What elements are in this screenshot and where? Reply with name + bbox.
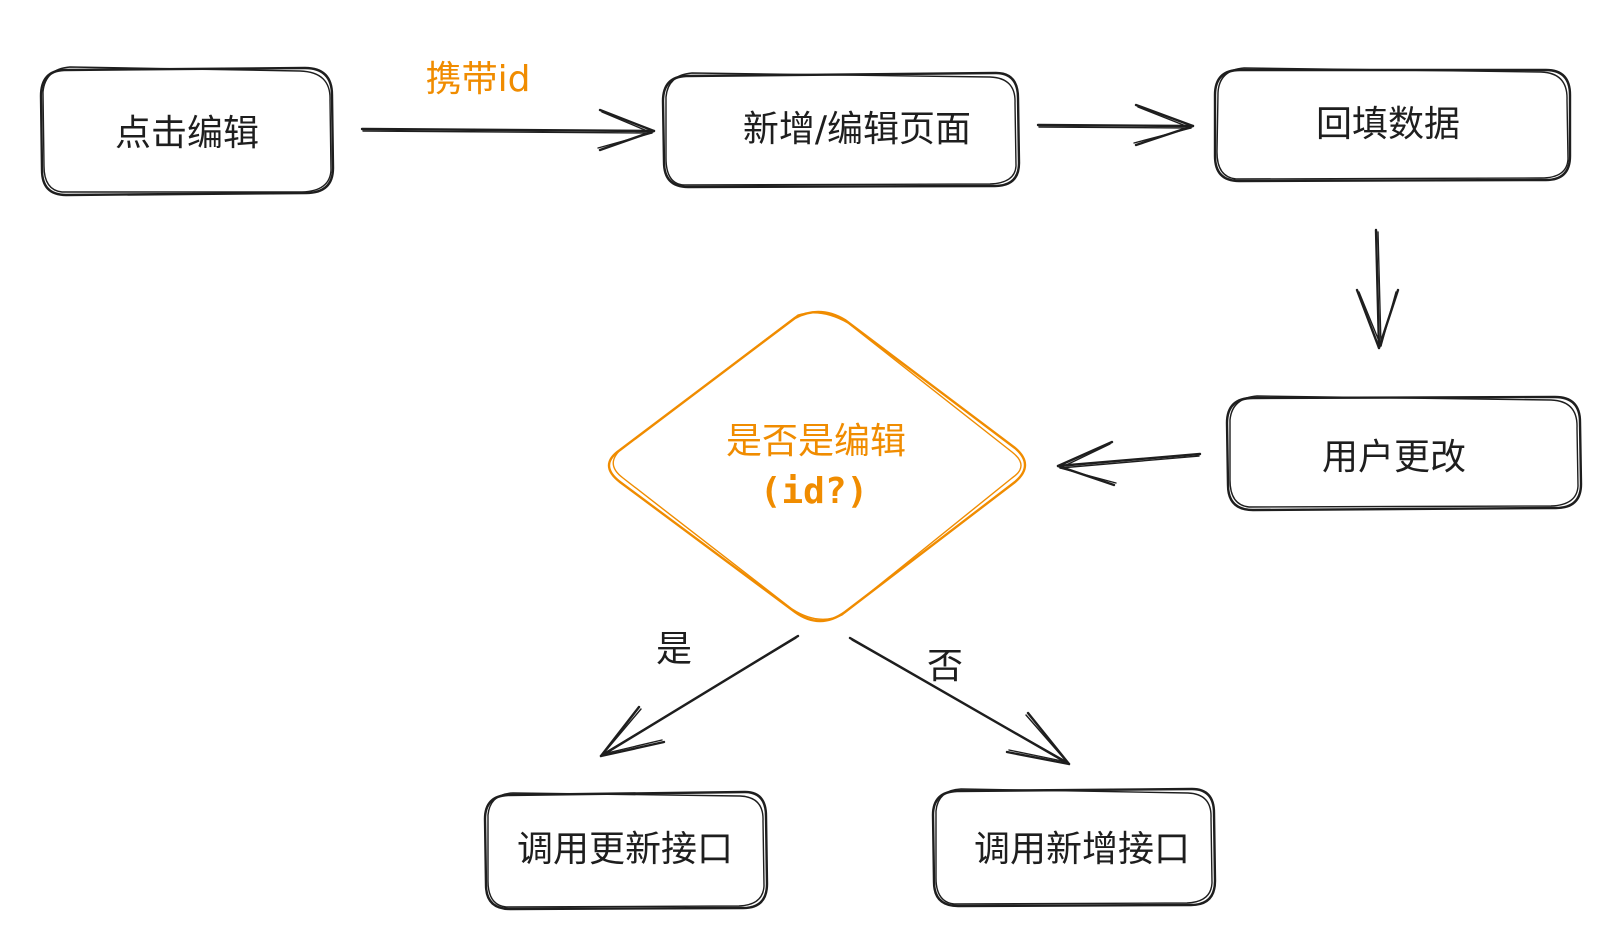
node-label-user-change: 用户更改: [1321, 437, 1467, 478]
node-label-backfill-data: 回填数据: [1315, 104, 1461, 145]
box-call-add: [931, 787, 1217, 908]
decision-diamond: [607, 310, 1027, 623]
arrow-backfill-to-user: [1355, 228, 1400, 350]
decision-label-line1: 是否是编辑: [725, 421, 907, 462]
box-backfill-data: [1213, 67, 1572, 183]
node-label-call-add: 调用新增接口: [973, 829, 1191, 870]
box-add-edit-page: [661, 71, 1021, 189]
arrow-user-to-decision: [1056, 440, 1202, 487]
edge-label-no: 否: [926, 646, 964, 687]
arrow-page-to-backfill: [1036, 103, 1195, 147]
box-call-update: [483, 790, 769, 911]
edge-label-carry-id: 携带id: [426, 60, 531, 100]
edge-label-carry-id-text: 携带id: [425, 59, 531, 100]
node-label-add-edit-page: 新增/编辑页面: [742, 109, 972, 150]
node-label-call-update: 调用更新接口: [516, 829, 734, 870]
box-user-change: [1225, 395, 1583, 512]
box-click-edit: [39, 66, 335, 197]
node-label-click-edit: 点击编辑: [114, 113, 260, 154]
arrow-decision-yes: [599, 634, 800, 758]
arrow-click-to-page: [360, 108, 656, 152]
edge-label-yes: 是: [655, 629, 693, 670]
arrow-decision-no: [848, 636, 1071, 766]
decision-label-line2: (id?): [759, 471, 869, 512]
